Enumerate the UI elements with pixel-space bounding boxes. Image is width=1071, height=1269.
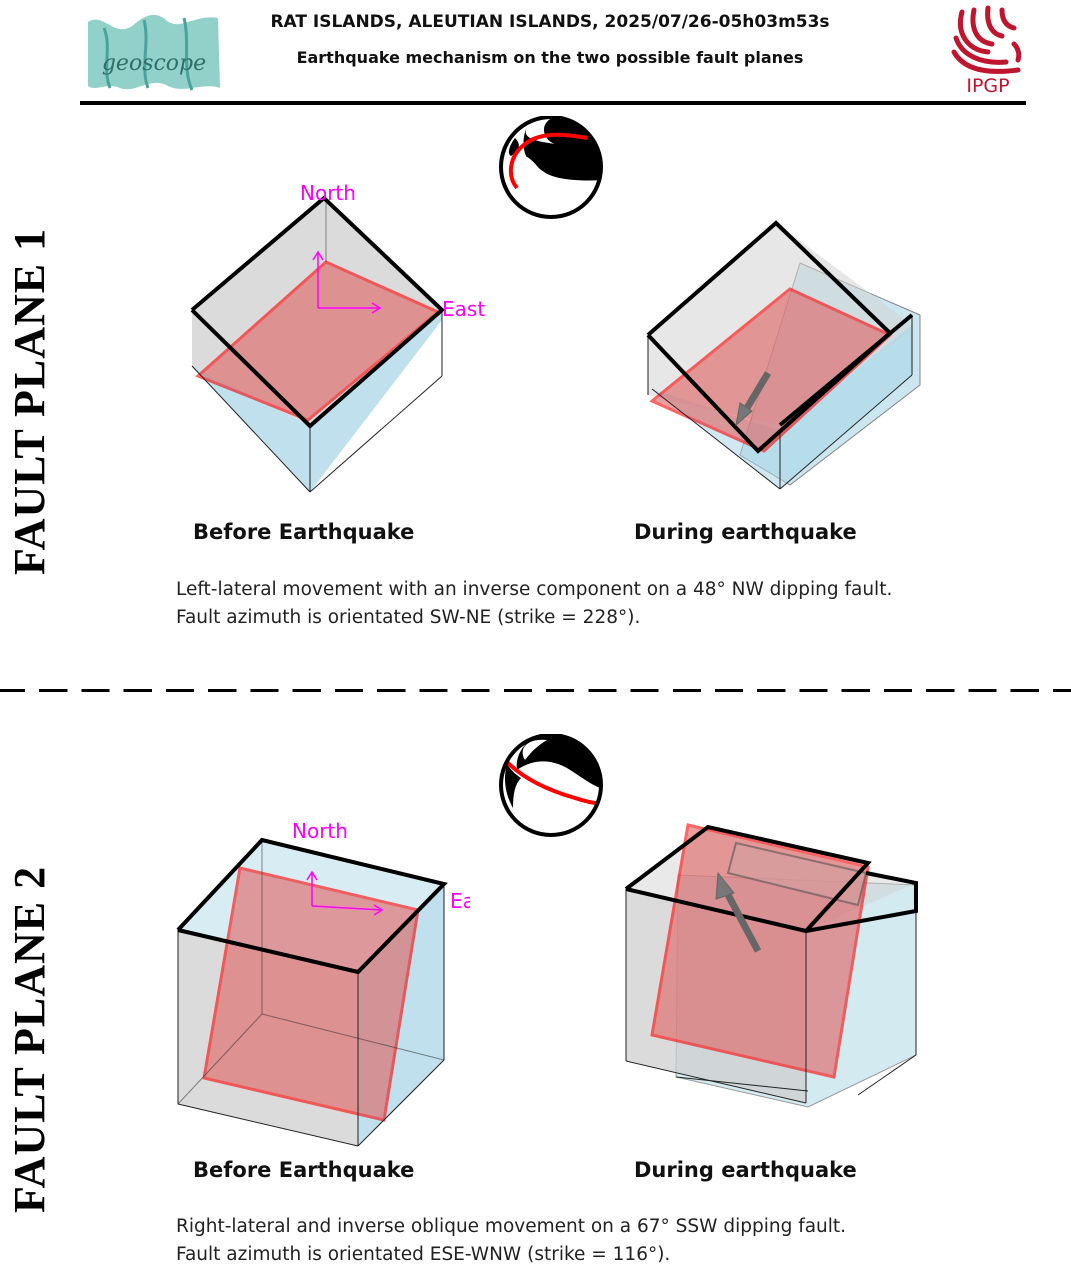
header-rule — [80, 101, 1026, 105]
description-1-line2: Fault azimuth is orientated SW-NE (strik… — [176, 607, 641, 628]
page-title: RAT ISLANDS, ALEUTIAN ISLANDS, 2025/07/2… — [270, 12, 830, 32]
east-label-2: East — [450, 889, 470, 913]
fault-plane-before-2 — [202, 866, 420, 1122]
north-label-2: North — [292, 820, 348, 843]
during-caption-2: During earthquake — [634, 1158, 857, 1182]
description-1: Left-lateral movement with an inverse co… — [176, 576, 892, 632]
slip-arrow-1 — [735, 371, 772, 427]
before-caption-2: Before Earthquake — [193, 1158, 415, 1182]
ipgp-logo-text: IPGP — [966, 75, 1009, 97]
geoscope-logo-text: geoscope — [102, 51, 206, 76]
section-divider — [0, 689, 1071, 692]
description-2: Right-lateral and inverse oblique moveme… — [176, 1213, 846, 1269]
block-diagram-before-2: North East — [176, 820, 470, 1147]
fault-plane-1-label: FAULT PLANE 1 — [5, 227, 54, 575]
description-2-line2: Fault azimuth is orientated ESE-WNW (str… — [176, 1244, 671, 1265]
beachball-2 — [499, 734, 603, 837]
block-diagram-during-2 — [624, 823, 918, 1108]
beachball-1 — [499, 116, 603, 219]
page-subtitle: Earthquake mechanism on the two possible… — [296, 48, 804, 67]
ipgp-logo: IPGP — [951, 5, 1022, 97]
during-caption-1: During earthquake — [634, 520, 857, 544]
fault-plane-2-label: FAULT PLANE 2 — [5, 865, 54, 1213]
description-1-line1: Left-lateral movement with an inverse co… — [176, 579, 893, 600]
east-label-1: East — [442, 297, 485, 321]
geoscope-logo: geoscope — [88, 14, 220, 91]
block-diagram-before-1: North East — [190, 181, 485, 493]
north-label-1: North — [300, 181, 356, 205]
description-2-line1: Right-lateral and inverse oblique moveme… — [176, 1216, 847, 1237]
slip-arrow-2 — [715, 871, 762, 953]
block-diagram-during-1 — [646, 220, 921, 490]
before-caption-1: Before Earthquake — [193, 520, 415, 544]
